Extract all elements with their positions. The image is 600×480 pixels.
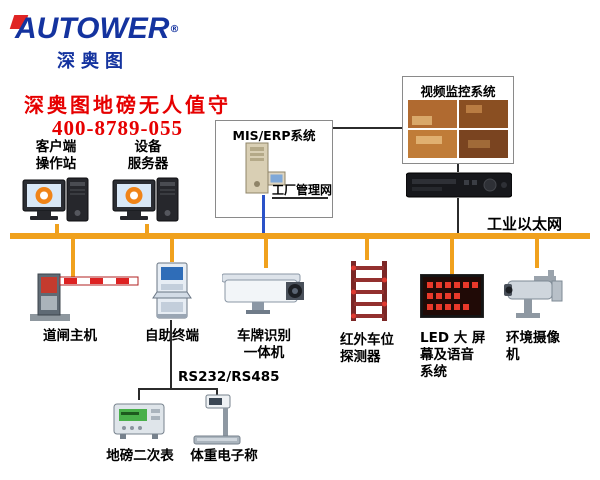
infrared-label-line1: 红外车位: [340, 332, 394, 348]
connector-erp-to-bus: [262, 195, 265, 233]
connector-to-scale: [216, 388, 218, 396]
logo-text: AUTOWER: [15, 12, 170, 45]
scale-label: 体重电子称: [190, 448, 258, 464]
envcam-label-line2: 机: [506, 347, 520, 363]
erp-server-icon: [230, 142, 286, 202]
connector-bus-to-envcam: [535, 239, 539, 268]
mis-erp-title: MIS/ERP系统: [232, 128, 316, 143]
connector-bus-to-barrier: [71, 239, 75, 277]
barrier-label-line1: 道闸主机: [43, 328, 97, 344]
headline-title: 深奥图地磅无人值守: [24, 93, 231, 117]
serial-branch-line: [138, 388, 218, 390]
environment-camera-icon: [504, 268, 568, 324]
connector-video-to-dvr: [457, 164, 459, 172]
connector-bus-to-kiosk: [170, 239, 174, 262]
device-server-label-line1: 设备: [134, 139, 162, 155]
factory-network-line: [272, 197, 328, 199]
device-server-icon: [112, 177, 182, 229]
video-system-title: 视频监控系统: [420, 84, 496, 99]
led-label-line3: 系统: [420, 364, 447, 380]
logo-chinese-text: 深奥图: [57, 51, 129, 72]
barrier-label: 道闸主机: [26, 328, 114, 345]
ethernet-bus-label: 工业以太网: [487, 215, 563, 233]
logo-registered-mark: ®: [169, 23, 180, 35]
lpr-label-line2: 一体机: [243, 345, 285, 361]
connector-bus-to-lpr: [264, 239, 268, 268]
logo-row: AUTOWER®: [9, 12, 180, 46]
kiosk-label: 自助终端: [142, 328, 202, 345]
connector-client-to-bus: [55, 224, 59, 234]
client-workstation-label-line1: 客户端: [35, 139, 77, 155]
connector-to-indicator: [138, 388, 140, 400]
lpr-camera-icon: [221, 268, 310, 318]
led-label-line1: LED 大 屏: [420, 330, 486, 346]
barrier-gate-icon: [28, 268, 140, 326]
dvr-icon: [405, 172, 513, 202]
infrared-label-line2: 探测器: [340, 349, 381, 365]
envcam-label: 环境摄像 机: [506, 330, 576, 364]
envcam-label-line1: 环境摄像: [506, 330, 560, 346]
led-label-line2: 幕及语音: [420, 347, 474, 363]
weighbridge-indicator-icon: [112, 400, 166, 446]
client-workstation-label: 客户端 操作站: [24, 139, 88, 173]
connector-bus-to-led: [450, 239, 454, 274]
connector-bus-to-infrared: [365, 239, 369, 260]
phone-number: 400-8789-055: [52, 116, 183, 140]
led-label: LED 大 屏 幕及语音 系统: [420, 330, 500, 381]
device-server-label: 设备 服务器: [116, 139, 180, 173]
lpr-label-line1: 车牌识别: [237, 328, 291, 344]
infrared-detector-icon: [344, 260, 394, 326]
cctv-thumbnails-icon: [408, 100, 508, 162]
industrial-ethernet-bus: [10, 233, 590, 239]
infrared-label: 红外车位 探测器: [340, 332, 404, 366]
factory-network-label: 工厂管理网: [272, 183, 333, 197]
brand-logo: AUTOWER® 深奥图: [9, 12, 180, 73]
led-screen-icon: [419, 273, 485, 322]
client-workstation-icon: [22, 177, 92, 229]
serial-label: RS232/RS485: [178, 369, 280, 385]
lpr-label: 车牌识别 一体机: [226, 328, 302, 362]
kiosk-icon: [152, 262, 192, 324]
mis-erp-box: MIS/ERP系统: [215, 120, 333, 218]
indicator-label: 地磅二次表: [106, 448, 174, 464]
client-workstation-label-line2: 操作站: [35, 156, 77, 172]
connector-dvr-to-bus: [457, 198, 459, 233]
electronic-scale-icon: [192, 394, 242, 450]
device-server-label-line2: 服务器: [127, 156, 169, 172]
connector-kiosk-serial: [170, 320, 172, 390]
kiosk-label-line1: 自助终端: [145, 328, 199, 344]
connector-server-to-bus: [145, 224, 149, 234]
connector-mis-to-video: [333, 127, 402, 129]
